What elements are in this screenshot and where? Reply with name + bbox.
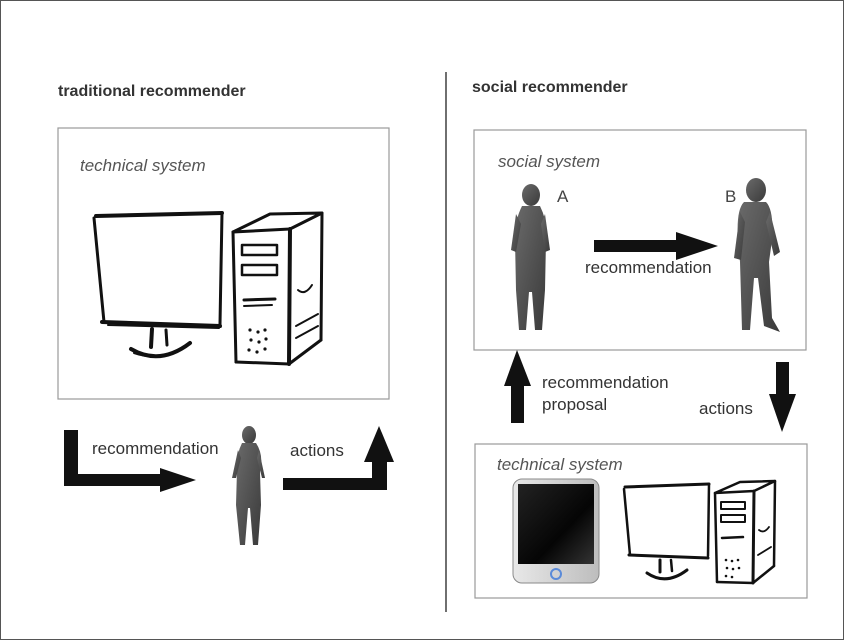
proposal-arrow-up <box>504 350 531 423</box>
computer-tower-icon <box>231 211 324 366</box>
person-a-silhouette-icon <box>511 184 550 330</box>
tower-vent-dots <box>247 328 268 354</box>
proposal-label-line1: recommendation <box>542 373 669 392</box>
person-a-label: A <box>557 187 569 206</box>
left-technical-system-title: technical system <box>80 156 206 175</box>
social-system-title: social system <box>498 152 601 171</box>
right-actions-label: actions <box>699 399 753 418</box>
person-silhouette-icon <box>232 426 265 545</box>
social-recommender-heading: social recommender <box>472 79 628 96</box>
left-actions-label: actions <box>290 441 344 460</box>
small-tower-icon <box>713 479 777 585</box>
small-monitor-icon <box>622 482 711 581</box>
right-technical-system-title: technical system <box>497 455 623 474</box>
computer-monitor-icon <box>92 211 224 359</box>
proposal-label-line2: proposal <box>542 395 608 414</box>
recommendation-arrow <box>64 430 196 492</box>
actions-arrow-down <box>769 362 796 432</box>
left-technical-system-box <box>57 127 390 400</box>
person-b-label: B <box>725 187 737 206</box>
tablet-icon <box>512 478 600 584</box>
small-tower-vent-dots <box>724 558 741 579</box>
social-recommendation-arrow <box>594 232 718 260</box>
actions-arrow <box>283 426 394 490</box>
social-recommendation-label: recommendation <box>585 258 712 277</box>
traditional-recommender-heading: traditional recommender <box>58 83 246 100</box>
left-recommendation-label: recommendation <box>92 439 219 458</box>
tablet-home-button <box>550 568 562 580</box>
person-b-silhouette-icon <box>734 178 780 332</box>
